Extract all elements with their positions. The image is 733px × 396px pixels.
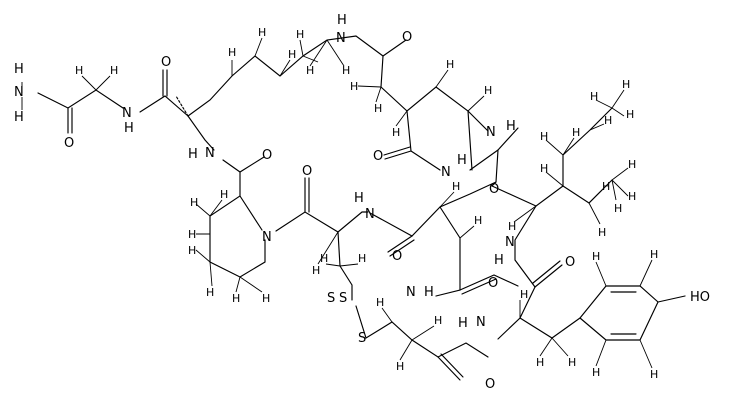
atom-s-1: S [327,291,335,306]
atom-o-9: O [488,276,498,291]
h-label: H [288,48,296,61]
atom-n-cys: N [365,207,375,222]
h-label: H [590,90,598,103]
atom-o-3: O [262,148,272,163]
atom-hydroxyl: HO [690,290,710,305]
h-label: H [396,360,404,373]
atom-o-2: O [161,55,171,70]
hydrogen-labels: H H H H H H H H H H H H H H H H H H H H … [75,26,658,381]
atom-s-3: S [358,331,366,346]
atom-o-7: O [489,182,499,197]
h-label: H [206,286,214,299]
atom-h-10: H [494,253,504,268]
atom-h-8: H [506,119,516,134]
h-label: H [228,46,236,59]
backbone-bonds [37,35,686,381]
h-label: H [262,292,270,305]
h-label: H [350,80,358,93]
h-label: H [434,314,442,327]
h-label: H [320,252,328,265]
atom-h-3: H [124,121,134,136]
h-label: H [592,366,600,379]
atom-n-pro: N [262,230,272,245]
hydrogen-bonds [21,37,653,369]
h-label: H [312,264,320,277]
h-label: H [604,114,612,127]
atom-o-8: O [392,249,402,264]
h-label: H [572,126,580,139]
h-label: H [452,180,460,193]
atom-n-cys1: N [476,315,486,330]
atom-h-11: H [458,316,468,331]
atom-o-5: O [402,30,412,45]
h-label: H [446,58,454,71]
atom-n-ile-link: N [486,125,496,140]
atom-o-1: O [64,136,74,151]
h-label: H [296,28,304,41]
h-label: H [622,78,630,91]
h-label: H [536,356,544,369]
h-label: H [484,84,492,97]
atom-h-4: H [188,147,198,162]
h-label: H [614,202,622,215]
h-label: H [650,368,658,381]
atom-o-6: O [373,149,383,164]
h-label: H [650,248,658,261]
h-label: H [358,252,366,265]
atom-o-11: O [485,377,495,392]
h-label: H [376,296,384,309]
atom-h-7: H [457,153,467,168]
atom-n-ring: N [336,31,346,46]
h-label: H [540,162,548,175]
atom-h-1: H [14,62,24,77]
h-label: H [508,220,516,233]
h-label: H [626,108,634,121]
h-label: H [342,64,350,77]
h-label: H [258,26,266,39]
h-label: H [188,244,196,257]
h-label: H [628,158,636,171]
atom-h-5: H [354,191,364,206]
atom-s-2: S [339,291,347,306]
atom-n-tyr: N [505,235,515,250]
atom-n-gly: N [122,106,132,121]
h-label: H [75,64,83,77]
h-label: H [520,288,528,301]
atom-n-amide-terminal: N [14,85,24,100]
h-label: H [598,226,606,239]
atom-o-10: O [565,255,575,270]
h-label: H [540,130,548,143]
h-label: H [392,126,400,139]
atom-h-6: H [337,13,347,28]
h-label: H [628,190,636,203]
h-label: H [188,228,196,241]
atom-h-2: H [14,110,24,125]
h-label: H [306,64,314,77]
h-label: H [568,356,576,369]
h-label: H [220,188,228,201]
atom-o-4: O [302,164,312,179]
h-label: H [474,214,482,227]
h-label: H [232,292,240,305]
h-label: H [190,196,198,209]
atom-n-lys: N [205,146,215,161]
h-label: H [592,250,600,263]
h-label: H [374,102,382,115]
atom-n-asn-backbone: N [441,165,451,180]
atom-h-9: H [424,285,434,300]
h-label: H [110,64,118,77]
atom-labels: H N H O N H O N H O N O N H H N O O N H … [14,13,710,392]
atom-nh-asn: N [406,285,416,300]
h-label: H [602,180,610,193]
